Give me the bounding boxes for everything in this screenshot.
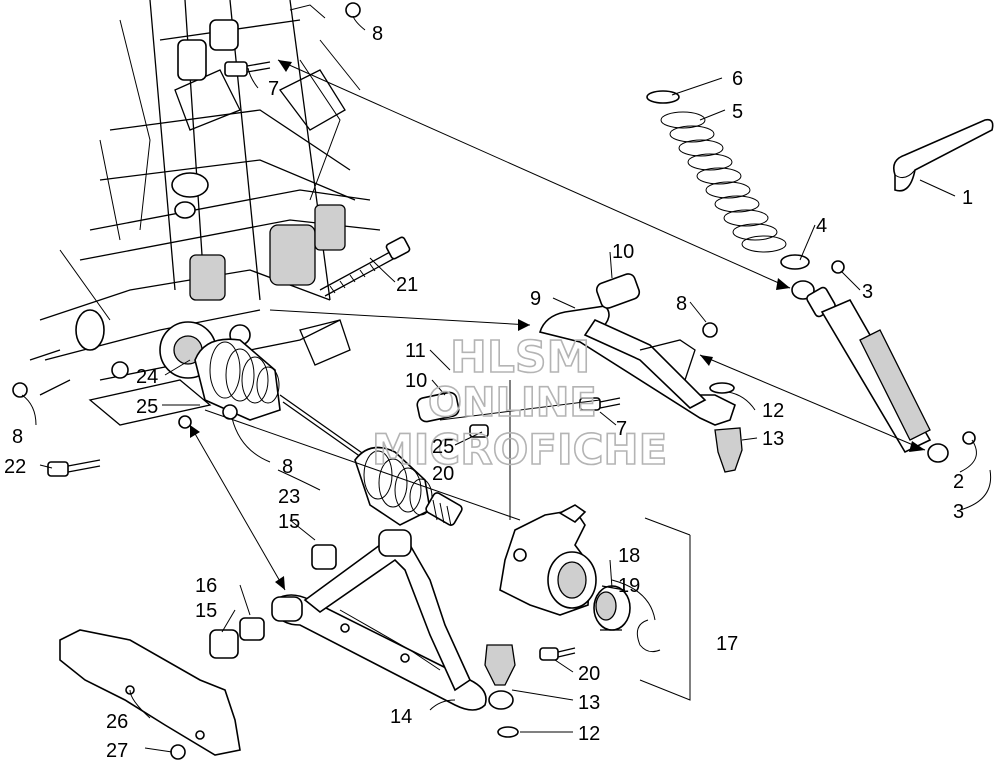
callout-3-upper: 3 xyxy=(862,281,873,303)
lower-a-arm xyxy=(209,529,519,738)
callout-25-left: 25 xyxy=(136,396,158,418)
bolt-21 xyxy=(319,236,411,297)
callout-18: 18 xyxy=(618,545,640,567)
callout-22: 22 xyxy=(4,456,26,478)
callout-19: 19 xyxy=(618,575,640,597)
callout-26: 26 xyxy=(106,711,128,733)
callout-9: 9 xyxy=(530,288,541,310)
shock-absorber xyxy=(646,90,976,463)
upper-a-arm xyxy=(416,273,743,473)
callout-27: 27 xyxy=(106,740,128,762)
callout-13-upper: 13 xyxy=(762,428,784,450)
left-fasteners xyxy=(12,382,238,477)
callout-7-arm: 7 xyxy=(616,418,627,440)
watermark-line-2: ONLINE xyxy=(428,380,597,426)
steering-knuckle xyxy=(469,424,597,661)
callout-12-upper: 12 xyxy=(762,400,784,422)
callout-8-arm: 8 xyxy=(676,293,687,315)
callout-1: 1 xyxy=(962,187,973,209)
callout-13-lower: 13 xyxy=(578,692,600,714)
callout-20-lower: 20 xyxy=(578,663,600,685)
callout-15-lower: 15 xyxy=(195,600,217,622)
callout-3-lower: 3 xyxy=(953,501,964,523)
callout-8-left: 8 xyxy=(12,426,23,448)
arrow-heads xyxy=(190,60,925,590)
cv-axle xyxy=(194,338,463,527)
watermark-line-1: HLSM xyxy=(450,332,590,383)
callout-5: 5 xyxy=(732,101,743,123)
watermark-line-3: MICROFICHE xyxy=(372,425,667,474)
callout-20-center: 20 xyxy=(432,463,454,485)
callout-8-center: 8 xyxy=(282,456,293,478)
callout-4: 4 xyxy=(816,215,827,237)
callout-16: 16 xyxy=(195,575,217,597)
callout-21: 21 xyxy=(396,274,418,296)
leader-lines xyxy=(21,15,992,753)
callout-15-upper: 15 xyxy=(278,511,300,533)
callout-6: 6 xyxy=(732,68,743,90)
skid-plate xyxy=(59,629,241,760)
callout-12-lower: 12 xyxy=(578,723,600,745)
watermark: HLSM ONLINE MICROFICHE xyxy=(371,331,668,475)
callout-8-top: 8 xyxy=(372,23,383,45)
callout-25-center: 25 xyxy=(432,436,454,458)
callout-2: 2 xyxy=(953,471,964,493)
callout-24: 24 xyxy=(136,366,158,388)
spanner-wrench xyxy=(892,118,994,192)
callout-14: 14 xyxy=(390,706,412,728)
wheel-bearing xyxy=(593,585,661,653)
callout-10-lower: 10 xyxy=(405,370,427,392)
callout-7-top: 7 xyxy=(268,78,279,100)
callout-23: 23 xyxy=(278,486,300,508)
callout-11: 11 xyxy=(405,340,426,362)
callout-labels: 8 7 6 5 1 4 3 10 21 9 8 11 10 24 25 12 7… xyxy=(4,23,973,762)
callout-10-upper: 10 xyxy=(612,241,634,263)
callout-17: 17 xyxy=(716,633,738,655)
